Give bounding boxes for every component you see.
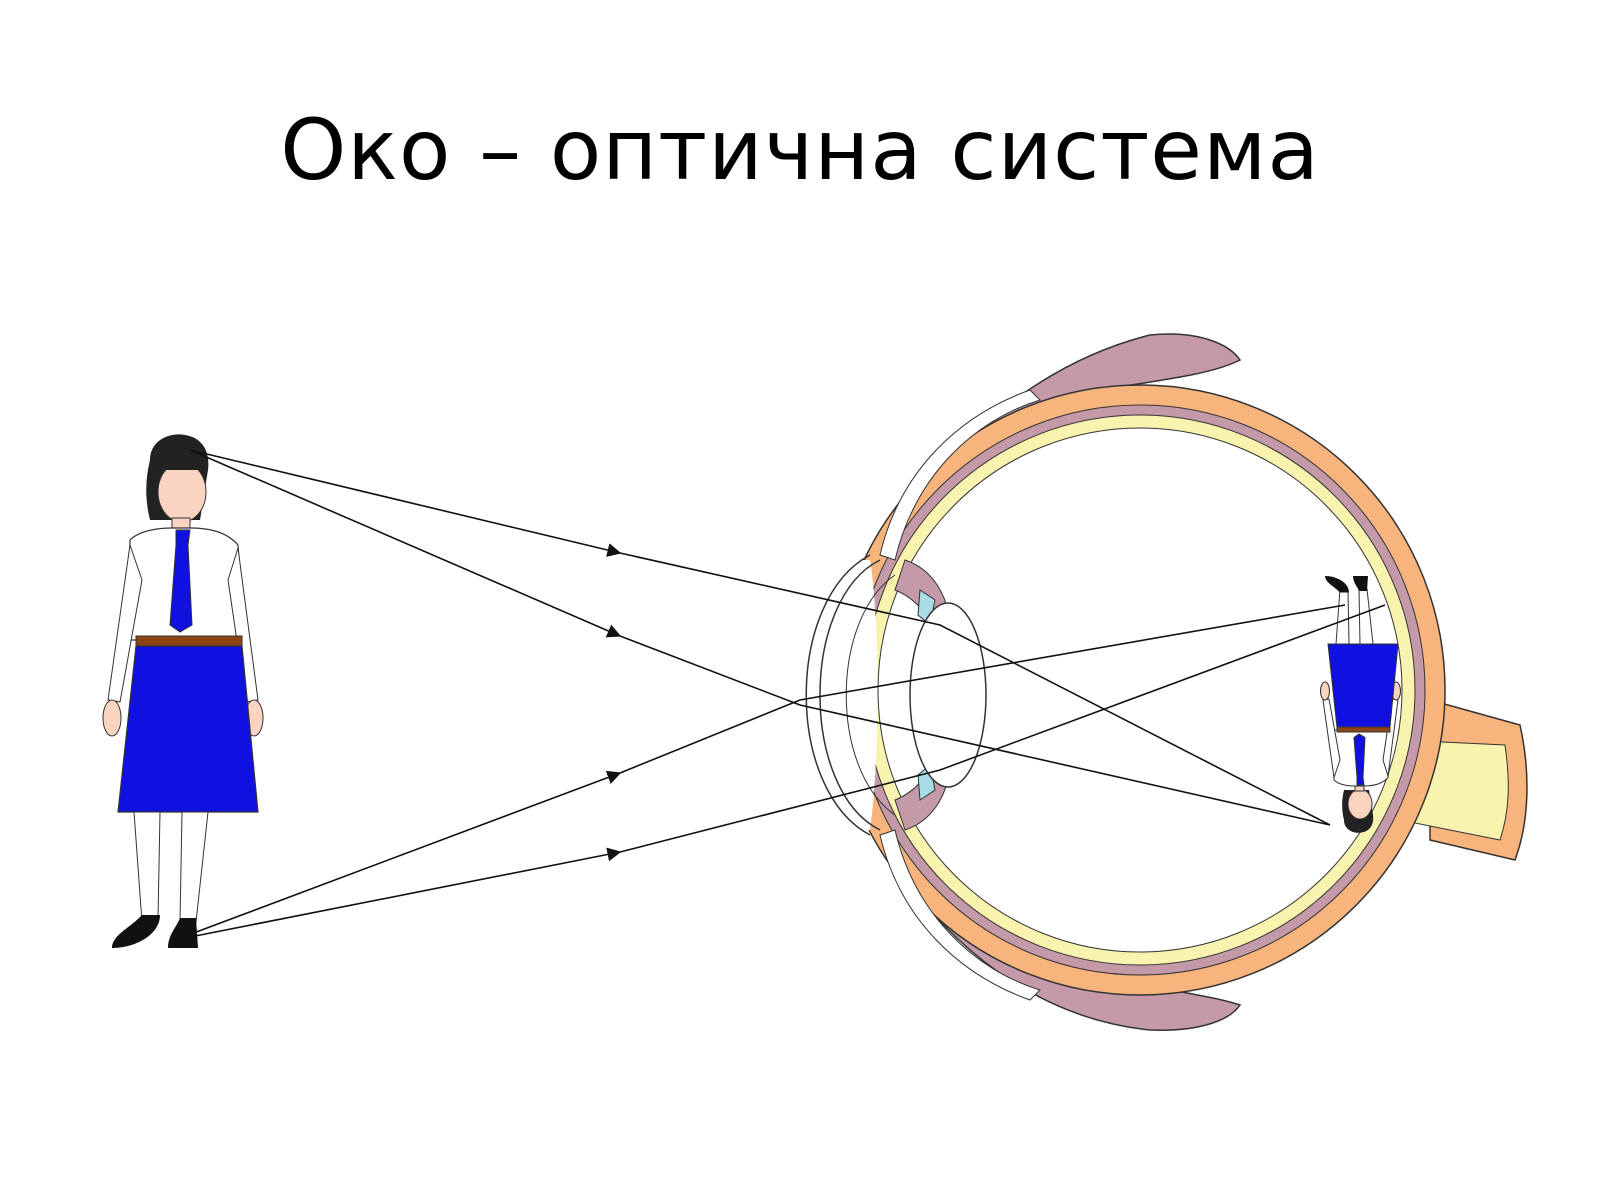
light-rays [174,449,1386,941]
slide-title: Око – оптична система [280,101,1320,199]
ray-feet-lower [174,847,622,941]
girl-figure [102,434,264,948]
ray-head-upper [189,449,622,557]
inverted-girl-figure [1320,576,1401,833]
vitreous-body [877,427,1403,953]
ray-head-lower [189,449,622,638]
ray-feet-upper [174,770,622,941]
cornea [819,559,881,831]
eye-cross-section [805,333,1528,1031]
lens [909,602,987,788]
